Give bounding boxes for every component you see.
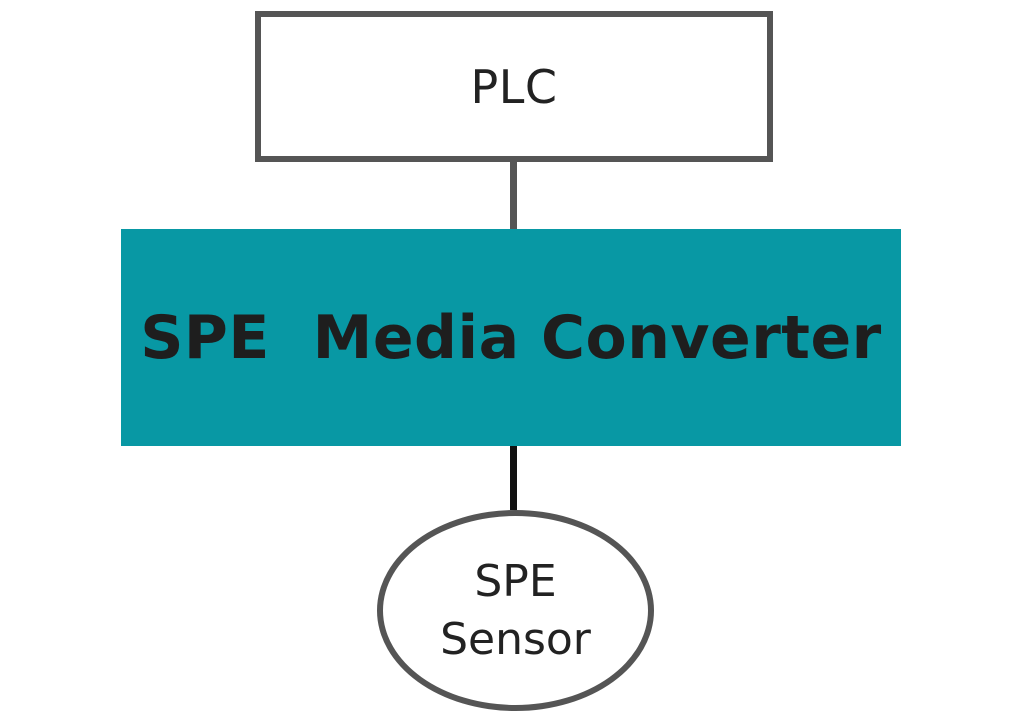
sensor-label-line2: Sensor: [440, 613, 591, 665]
media-converter-label: SPE Media Converter: [140, 302, 882, 373]
plc-converter-connector: [510, 162, 517, 229]
converter-sensor-connector: [510, 446, 517, 510]
sensor-label-line1: SPE: [474, 555, 557, 607]
media-converter-box: SPE Media Converter: [121, 229, 901, 446]
plc-box: PLC: [255, 11, 773, 162]
sensor-ellipse: SPE Sensor: [377, 510, 654, 711]
plc-label: PLC: [470, 59, 558, 114]
